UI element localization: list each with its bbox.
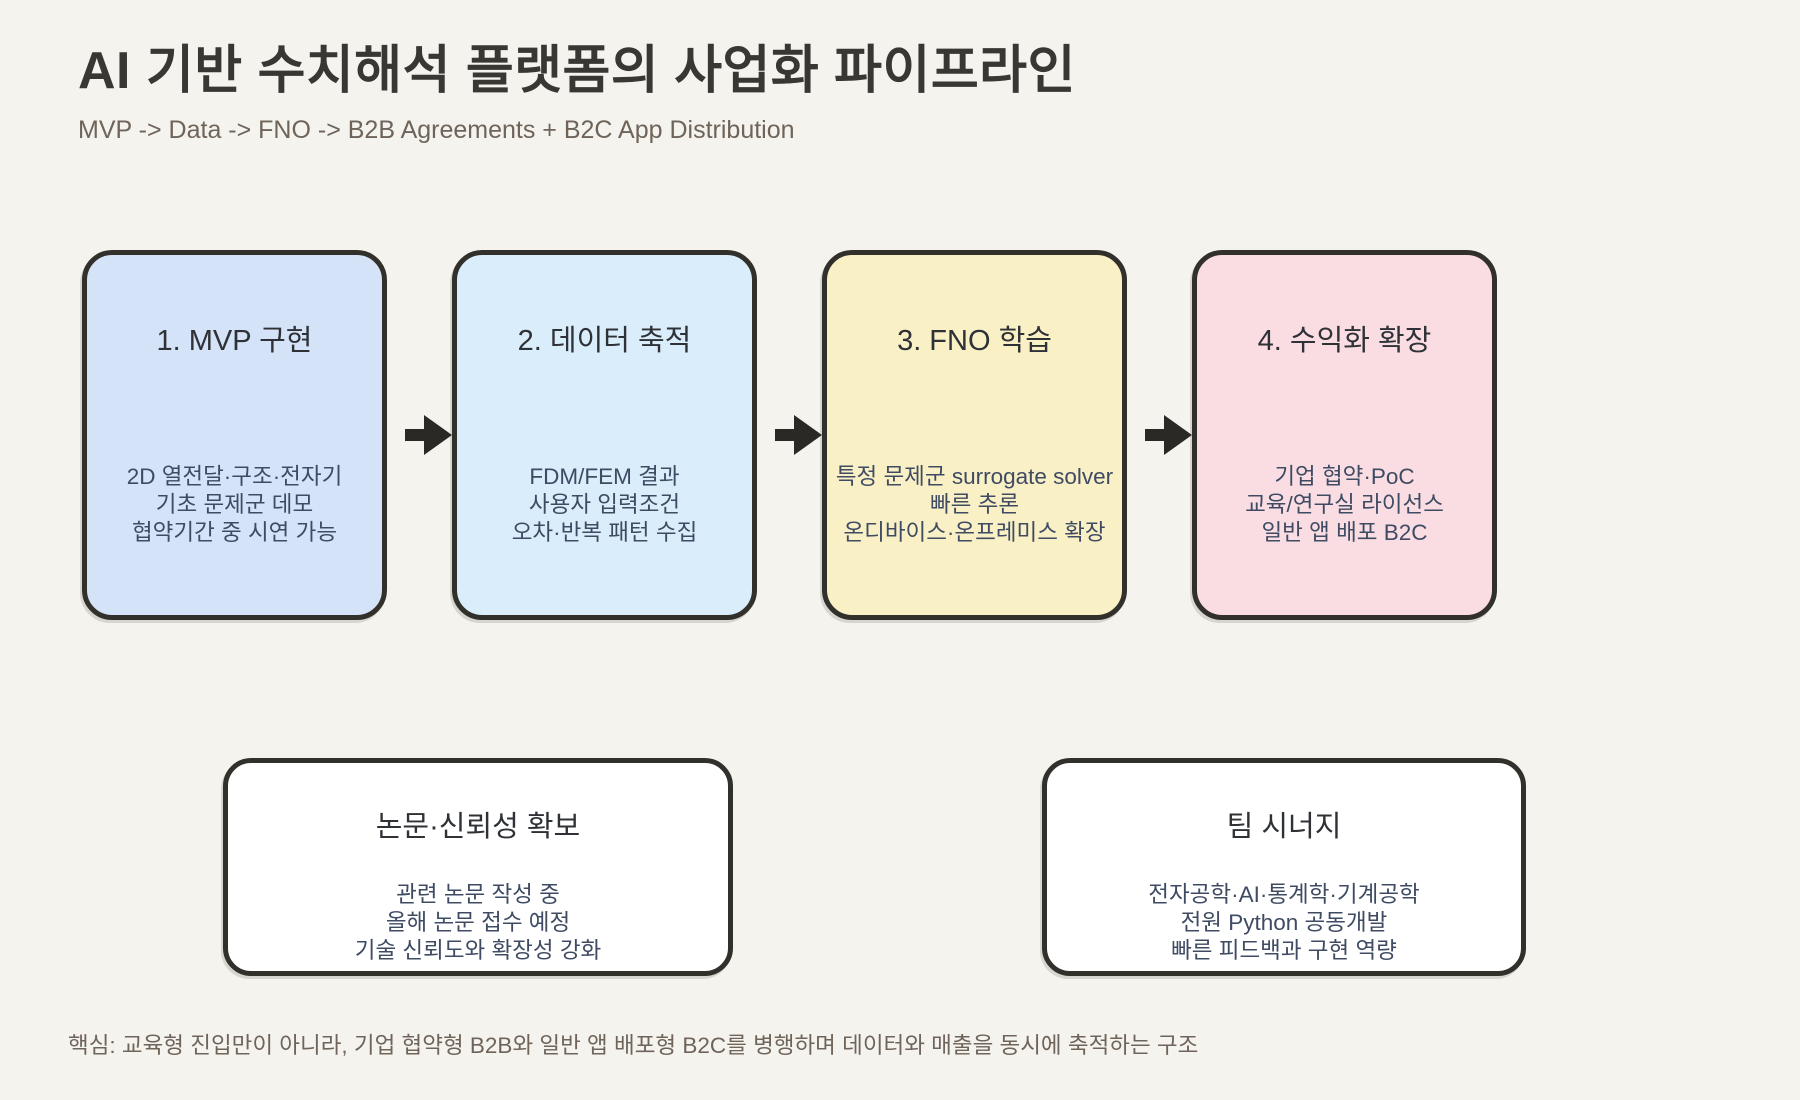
- stage-box-monetization: 4. 수익화 확장 기업 협약·PoC 교육/연구실 라이선스 일반 앱 배포 …: [1192, 250, 1497, 620]
- stage-body: FDM/FEM 결과 사용자 입력조건 오차·반복 패턴 수집: [461, 463, 748, 547]
- stage-line: 오차·반복 패턴 수집: [511, 520, 698, 545]
- stage-title: 1. MVP 구현: [156, 325, 313, 357]
- arrow-right-icon: [1145, 415, 1192, 455]
- support-line: 올해 논문 접수 예정: [385, 910, 571, 935]
- arrow-right-icon: [405, 415, 452, 455]
- stage-title: 4. 수익화 확장: [1257, 325, 1432, 357]
- stage-line: 빠른 추론: [929, 492, 1020, 517]
- support-line: 전자공학·AI·통계학·기계공학: [1148, 882, 1420, 907]
- header: AI 기반 수치해석 플랫폼의 사업화 파이프라인 MVP -> Data ->…: [78, 42, 1076, 145]
- stage-line: 기업 협약·PoC: [1274, 464, 1415, 489]
- support-box-team: 팀 시너지 전자공학·AI·통계학·기계공학 전원 Python 공동개발 빠른…: [1042, 758, 1526, 976]
- stage-body: 기업 협약·PoC 교육/연구실 라이선스 일반 앱 배포 B2C: [1201, 463, 1488, 547]
- stage-line: 온디바이스·온프레미스 확장: [843, 520, 1106, 545]
- support-line: 관련 논문 작성 중: [396, 882, 560, 907]
- stage-title: 2. 데이터 축적: [517, 325, 692, 357]
- support-title: 팀 시너지: [1226, 811, 1342, 843]
- support-box-papers: 논문·신뢰성 확보 관련 논문 작성 중 올해 논문 접수 예정 기술 신뢰도와…: [223, 758, 733, 976]
- arrow-right-icon: [775, 415, 822, 455]
- stage-line: 사용자 입력조건: [528, 492, 681, 517]
- support-title: 논문·신뢰성 확보: [375, 811, 581, 843]
- stage-line: 기초 문제군 데모: [155, 492, 314, 517]
- support-line: 기술 신뢰도와 확장성 강화: [354, 938, 602, 963]
- stage-body: 특정 문제군 surrogate solver 빠른 추론 온디바이스·온프레미…: [831, 463, 1118, 547]
- stage-line: 특정 문제군 surrogate solver: [835, 464, 1114, 489]
- stage-line: 협약기간 중 시연 가능: [131, 520, 338, 545]
- support-body: 관련 논문 작성 중 올해 논문 접수 예정 기술 신뢰도와 확장성 강화: [232, 881, 724, 965]
- stage-line: 일반 앱 배포 B2C: [1261, 520, 1428, 545]
- support-body: 전자공학·AI·통계학·기계공학 전원 Python 공동개발 빠른 피드백과 …: [1051, 881, 1517, 965]
- page-subtitle: MVP -> Data -> FNO -> B2B Agreements + B…: [78, 115, 795, 144]
- stage-line: 교육/연구실 라이선스: [1245, 492, 1444, 517]
- support-line: 빠른 피드백과 구현 역량: [1171, 938, 1397, 963]
- stage-box-fno: 3. FNO 학습 특정 문제군 surrogate solver 빠른 추론 …: [822, 250, 1127, 620]
- support-line: 전원 Python 공동개발: [1180, 910, 1388, 935]
- stage-title: 3. FNO 학습: [897, 325, 1052, 357]
- page-title: AI 기반 수치해석 플랫폼의 사업화 파이프라인: [78, 42, 1076, 100]
- stage-box-mvp: 1. MVP 구현 2D 열전달·구조·전자기 기초 문제군 데모 협약기간 중…: [82, 250, 387, 620]
- stage-line: 2D 열전달·구조·전자기: [126, 464, 343, 489]
- stage-body: 2D 열전달·구조·전자기 기초 문제군 데모 협약기간 중 시연 가능: [91, 463, 378, 547]
- stage-line: FDM/FEM 결과: [529, 464, 680, 489]
- key-point-footnote: 핵심: 교육형 진입만이 아니라, 기업 협약형 B2B와 일반 앱 배포형 B…: [68, 1033, 1199, 1058]
- stage-box-data: 2. 데이터 축적 FDM/FEM 결과 사용자 입력조건 오차·반복 패턴 수…: [452, 250, 757, 620]
